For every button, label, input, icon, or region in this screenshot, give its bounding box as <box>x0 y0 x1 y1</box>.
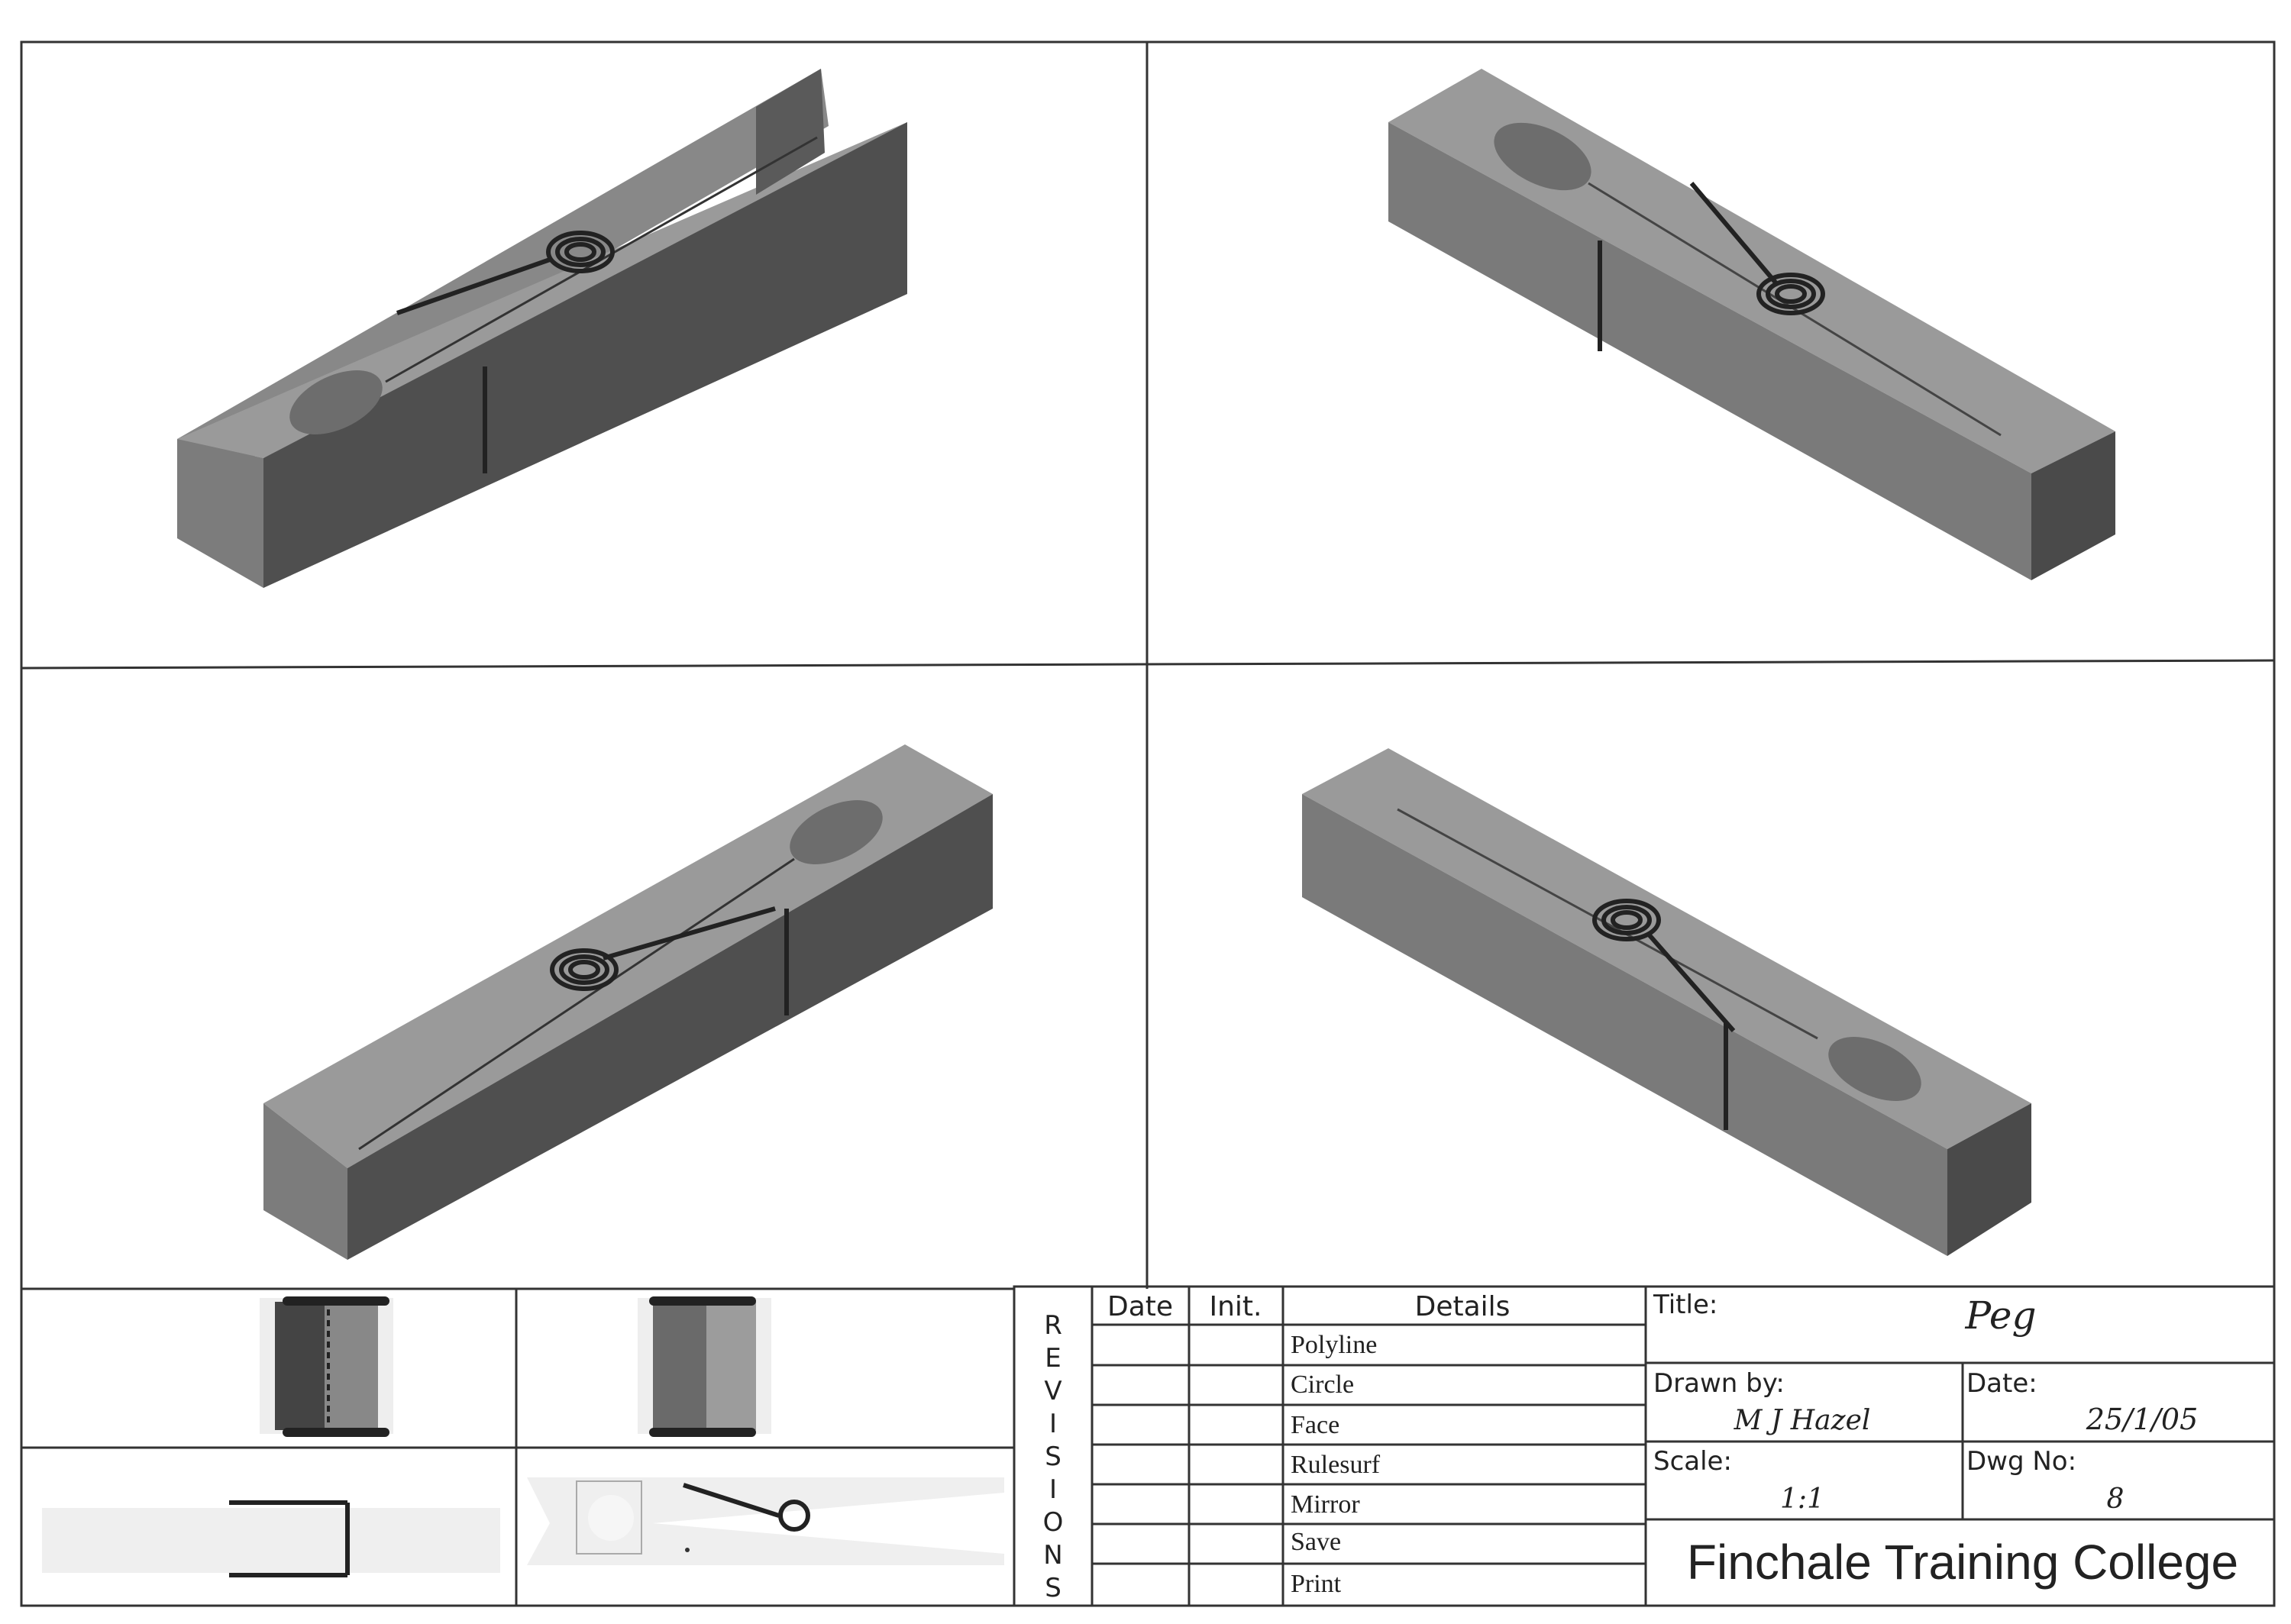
revisions-label-i2: I <box>1049 1474 1057 1505</box>
iso-view-mid-left <box>263 744 993 1260</box>
peg-end-face <box>2031 431 2115 580</box>
revisions-header-details: Details <box>1415 1291 1511 1322</box>
revision-detail-face: Face <box>1291 1411 1339 1439</box>
date-value: 25/1/05 <box>2086 1403 2199 1436</box>
drawn-by-label: Drawn by: <box>1653 1368 1785 1399</box>
revisions-header-init: Init. <box>1210 1291 1262 1322</box>
iso-view-top-left <box>177 69 907 588</box>
peg-front-face <box>1302 794 1947 1256</box>
revision-detail-rulesurf: Rulesurf <box>1291 1451 1381 1479</box>
revisions-label-r: R <box>1044 1310 1062 1341</box>
title-label: Title: <box>1653 1290 1717 1320</box>
end-view-right <box>638 1296 771 1437</box>
college-name: Finchale Training College <box>1687 1535 2238 1590</box>
revisions-label-o: O <box>1043 1507 1064 1538</box>
plan-view-left <box>42 1500 500 1577</box>
peg-slot-line <box>358 857 795 1151</box>
title-value: Peg <box>1965 1293 2037 1338</box>
peg-jaw-top-face <box>177 69 829 458</box>
dwg-no-value: 8 <box>2107 1484 2125 1515</box>
drawn-by-value: M J Hazel <box>1734 1405 1871 1436</box>
peg-grip-hole <box>289 370 383 434</box>
plan-view-right <box>527 1477 1004 1565</box>
revisions-label-e: E <box>1045 1343 1061 1374</box>
revision-detail-circle: Circle <box>1291 1371 1354 1399</box>
revisions-label-s2: S <box>1045 1573 1061 1603</box>
revisions-label-v: V <box>1044 1376 1061 1406</box>
peg-slot-line <box>1397 808 1818 1040</box>
revisions-header-date: Date <box>1107 1291 1173 1322</box>
spring-coil <box>550 906 776 991</box>
iso-view-top-right <box>1388 69 2115 580</box>
revisions-label-i: I <box>1049 1409 1057 1439</box>
revisions-label-s: S <box>1045 1442 1061 1472</box>
peg-grip-hole <box>1828 1037 1921 1101</box>
revision-detail-mirror: Mirror <box>1291 1490 1360 1519</box>
peg-end-face <box>263 1103 347 1260</box>
peg-grip-hole <box>1494 122 1591 191</box>
iso-view-mid-right <box>1302 748 2031 1256</box>
scale-value: 1:1 <box>1780 1484 1824 1515</box>
spring-coil <box>1592 899 1736 1032</box>
title-block: Title: Peg Drawn by: M J Hazel Date: 25/… <box>1653 1290 2238 1590</box>
spring-coil <box>396 231 615 315</box>
revision-detail-print: Print <box>1291 1570 1342 1598</box>
revisions-label-n: N <box>1043 1540 1062 1571</box>
peg-front-face <box>1388 122 2031 580</box>
peg-end-face <box>177 439 263 588</box>
peg-front-face <box>347 794 993 1260</box>
scale-label: Scale: <box>1653 1446 1732 1477</box>
revision-detail-polyline: Polyline <box>1291 1331 1377 1359</box>
revisions-block: R E V I S I O N S Date Init. Details Pol… <box>1013 1285 2276 1607</box>
revision-detail-save: Save <box>1291 1528 1341 1556</box>
spring-coil <box>1689 182 1825 315</box>
date-label: Date: <box>1966 1368 2037 1399</box>
peg-end-face <box>1947 1103 2031 1256</box>
peg-slot-line <box>1588 182 2002 437</box>
peg-front-face <box>263 122 907 588</box>
end-view-left <box>260 1296 393 1437</box>
dwg-no-label: Dwg No: <box>1966 1446 2076 1477</box>
peg-grip-hole <box>790 800 883 864</box>
